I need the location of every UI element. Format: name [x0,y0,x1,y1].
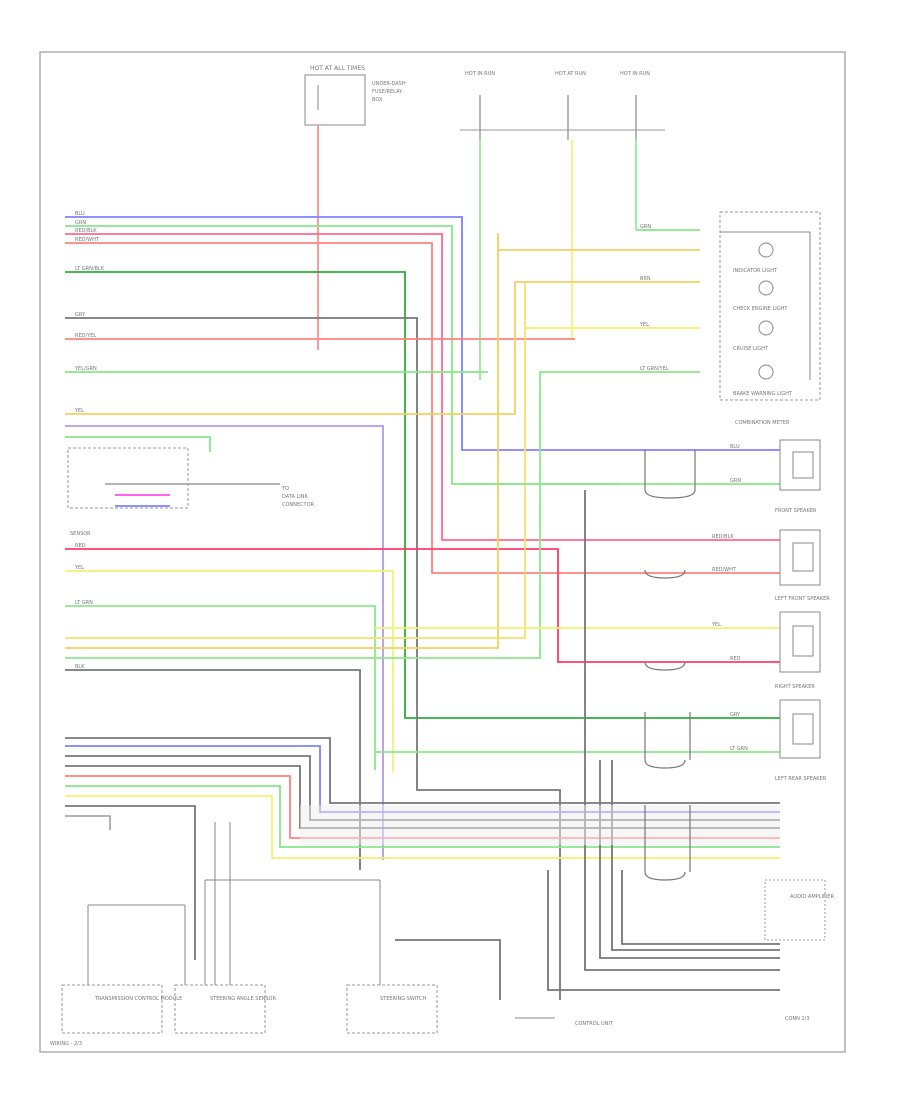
right-harness [375,229,780,1000]
label-hot-in-run-2: HOT IN RUN [620,71,650,77]
wire-labels: BLU GRN RED/BLK RED/WHT LT GRN/BLK GRY R… [74,211,748,752]
wire-label-red-wht-right: RED/WHT [712,567,737,573]
wire-label-blu: BLU [75,211,85,217]
component-tcm: TRANSMISSION CONTROL MODULE [61,904,186,1034]
speaker-front: FRONT SPEAKER [775,508,821,586]
corner-label: CONN 2/3 [785,1016,810,1022]
wire-label-grn-right: GRN [640,224,651,230]
wire-label-grn-right-2: GRN [730,478,741,484]
component-steering-switch: STEERING SWITCH [346,984,438,1034]
lamp-label-4: BRAKE WARNING LIGHT [733,391,793,397]
splice-brackets [644,450,696,881]
svg-text:STEERING SWITCH: STEERING SWITCH [380,996,427,1002]
svg-text:DATA LINK: DATA LINK [282,494,308,500]
footer-label: WIRING - 2/3 [50,1041,82,1047]
speaker-right: RIGHT SPEAKER [775,684,821,759]
harness-wires [65,216,780,1000]
wire-label-yel: YEL [74,408,84,414]
wire-label-yel-2: YEL [74,565,84,571]
wire-label-yel-right: YEL [639,322,649,328]
label-hot-at-run: HOT AT RUN [555,71,586,77]
wire-label-red: RED [75,543,86,549]
svg-text:LEFT FRONT SPEAKER: LEFT FRONT SPEAKER [775,596,830,602]
wire-label-red-yel: RED/YEL [75,333,96,339]
speaker-combination-meter: COMBINATION METER [735,420,821,491]
svg-text:TO: TO [281,486,289,492]
lamp-label-2: CHECK ENGINE LIGHT [733,306,788,312]
wire-label-lt-grn-right: LT GRN [730,746,748,752]
svg-text:STEERING ANGLE SENSOR: STEERING ANGLE SENSOR [210,996,276,1002]
svg-text:CONNECTOR: CONNECTOR [282,502,315,508]
svg-text:UNDER-DASH: UNDER-DASH [372,81,406,87]
lamp-label-1: INDICATOR LIGHT [733,268,778,274]
svg-text:CONTROL UNIT: CONTROL UNIT [575,1021,614,1027]
label-hot-in-run: HOT IN RUN [465,71,495,77]
speaker-left-front: LEFT FRONT SPEAKER [775,596,830,673]
top-fuse-block: HOT AT ALL TIMES UNDER-DASH FUSE/RELAY B… [304,65,406,126]
wire-label-red-wht: RED/WHT [75,237,100,243]
audio-amplifier: AUDIO AMPLIFIER CONN 2/3 [764,879,834,1022]
svg-text:LEFT REAR SPEAKER: LEFT REAR SPEAKER [775,776,827,782]
svg-text:BOX: BOX [372,97,383,103]
svg-text:RIGHT SPEAKER: RIGHT SPEAKER [775,684,815,690]
lamp-panel: INDICATOR LIGHT CHECK ENGINE LIGHT CRUIS… [719,211,821,401]
wire-label-lt-grn-yel: LT GRN/YEL [640,366,669,372]
wire-label-red-right: RED [730,656,741,662]
wire-label-yel-right-2: YEL [711,622,721,628]
svg-text:COMBINATION METER: COMBINATION METER [735,420,790,426]
wire-label-red-blk-right: RED/BLK [712,534,734,540]
wire-label-gry: GRY [75,312,86,318]
top-fuse-feeds: HOT IN RUN HOT AT RUN HOT IN RUN [460,71,665,140]
speaker-left-rear: LEFT REAR SPEAKER [775,776,827,782]
svg-text:SENSOR: SENSOR [70,531,91,537]
svg-text:AUDIO AMPLIFIER: AUDIO AMPLIFIER [790,894,834,900]
svg-text:FUSE/RELAY: FUSE/RELAY [372,89,403,95]
svg-text:TRANSMISSION CONTROL MODULE: TRANSMISSION CONTROL MODULE [94,996,182,1002]
wire-label-lt-grn: LT GRN [75,600,93,606]
wire-label-grn: GRN [75,220,86,226]
wire-label-blk: BLK [75,664,85,670]
wire-label-red-blk: RED/BLK [75,228,97,234]
wire-label-blu-right: BLU [730,444,740,450]
wire-label-brn: BRN [640,276,651,282]
svg-text:FRONT SPEAKER: FRONT SPEAKER [775,508,817,514]
label-hot-at-all-times: HOT AT ALL TIMES [310,65,365,72]
wire-label-gry-right: GRY [730,712,741,718]
component-control-unit: CONTROL UNIT [515,1017,614,1027]
lamp-label-3: CRUISE LIGHT [733,346,769,352]
component-steering-angle-sensor: STEERING ANGLE SENSOR [174,822,381,1034]
switch-box: SENSOR TO DATA LINK CONNECTOR [67,447,315,537]
diagram-frame [39,51,846,1053]
wire-label-lt-grn-blk: LT GRN/BLK [75,266,105,272]
wire-label-yel-grn: YEL/GRN [74,366,97,372]
